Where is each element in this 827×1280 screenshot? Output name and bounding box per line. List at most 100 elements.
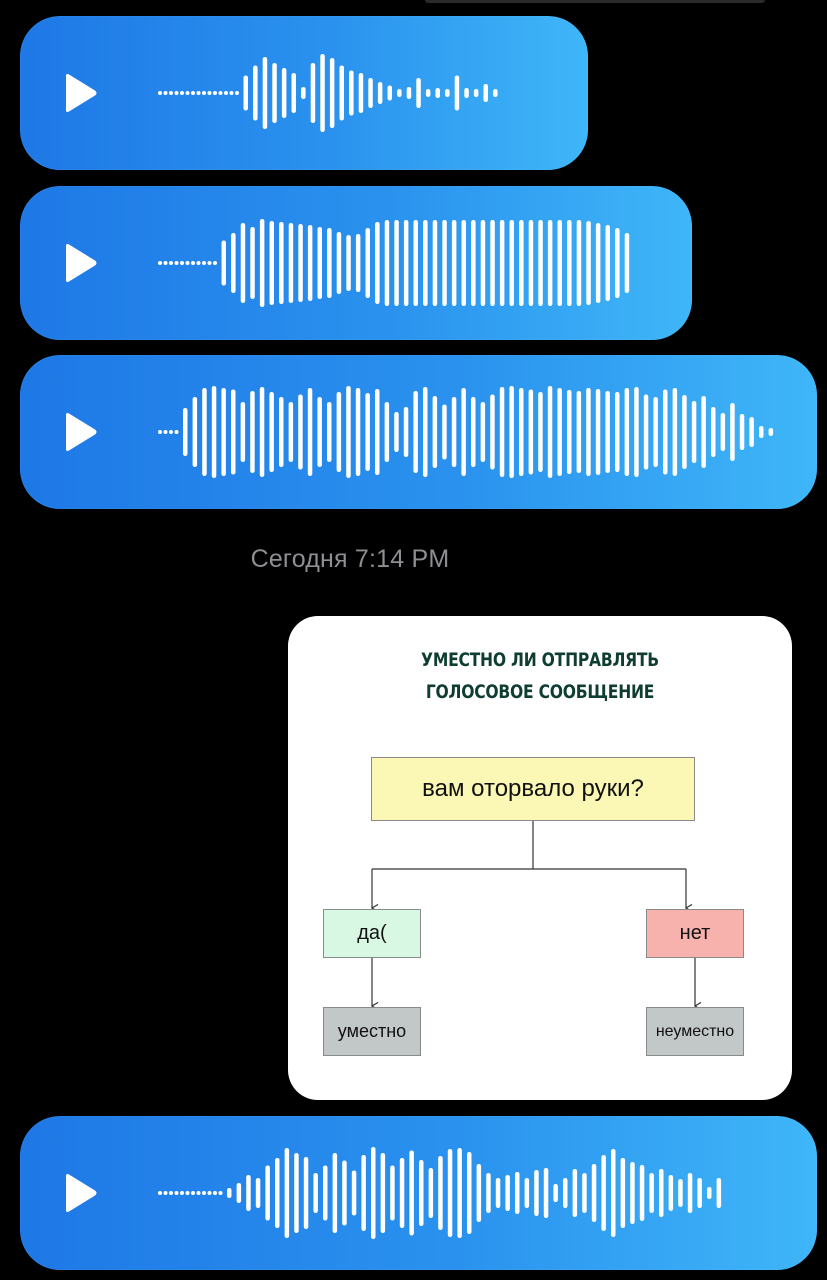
waveform-dot — [185, 261, 190, 265]
waveform-bar — [428, 1168, 434, 1218]
waveform-dot — [191, 91, 195, 95]
waveform-bar — [595, 389, 601, 475]
waveform-dot — [191, 261, 195, 265]
date-separator: Сегодня 7:14 PM — [250, 545, 450, 573]
waveform-bar — [461, 388, 466, 476]
waveform-bar — [499, 387, 505, 477]
waveform-bar — [346, 386, 351, 478]
waveform-bar — [371, 1147, 376, 1239]
waveform-bar — [630, 1162, 635, 1224]
play-icon — [66, 413, 97, 451]
waveform-bar — [442, 220, 447, 306]
waveform[interactable] — [158, 382, 779, 482]
waveform-bar — [265, 1165, 270, 1221]
waveform-bar — [586, 388, 591, 476]
image-message-flowchart[interactable]: УМЕСТНО ЛИ ОТПРАВЛЯТЬ ГОЛОСОВОЕ СООБЩЕНИ… — [288, 616, 792, 1100]
play-icon — [66, 74, 97, 112]
waveform-dot — [202, 91, 206, 95]
waveform-bar — [380, 1153, 386, 1233]
waveform-bar — [483, 84, 488, 102]
waveform-bar — [416, 78, 421, 108]
waveform-bar — [519, 220, 524, 306]
waveform-bar — [707, 1187, 712, 1199]
waveform-dot — [163, 91, 168, 95]
waveform-bar — [365, 393, 370, 471]
waveform-dot — [207, 261, 212, 265]
waveform-bar — [288, 402, 294, 462]
waveform-bar — [445, 89, 450, 97]
play-button[interactable] — [62, 1173, 98, 1213]
waveform-dot — [196, 91, 201, 95]
waveform-dot — [207, 1191, 212, 1195]
waveform-bar — [547, 220, 553, 306]
waveform-bar — [515, 1172, 520, 1214]
waveform-bar — [339, 65, 344, 121]
waveform-dot — [174, 430, 179, 434]
waveform-bar — [509, 386, 514, 478]
waveform-dot — [169, 91, 173, 95]
waveform[interactable] — [158, 43, 503, 143]
play-button[interactable] — [62, 243, 98, 283]
waveform-dot — [196, 261, 201, 265]
waveform-bar — [624, 388, 630, 476]
waveform-bar — [639, 1165, 645, 1221]
waveform-bar — [490, 220, 495, 306]
waveform-bar — [358, 73, 364, 113]
waveform-bar — [310, 63, 316, 123]
waveform-bar — [332, 1153, 338, 1233]
waveform-dot — [218, 91, 223, 95]
waveform-bar — [221, 240, 226, 286]
waveform-bar — [423, 387, 428, 477]
waveform-bar — [355, 388, 361, 476]
waveform-bar — [653, 397, 658, 467]
waveform-dot — [218, 1191, 223, 1195]
waveform-bar — [425, 89, 431, 97]
waveform-bar — [447, 1149, 453, 1237]
waveform-dot — [180, 91, 184, 95]
waveform-bar — [291, 73, 296, 113]
waveform-bar — [269, 392, 274, 472]
play-button[interactable] — [62, 412, 98, 452]
waveform-bar — [499, 220, 505, 306]
waveform-bar — [349, 70, 354, 116]
voice-message[interactable] — [20, 186, 692, 340]
waveform-bar — [183, 408, 188, 456]
waveform-bar — [505, 1175, 510, 1211]
waveform-bar — [467, 1152, 472, 1234]
play-button[interactable] — [62, 73, 98, 113]
waveform-bar — [403, 407, 409, 457]
waveform-bar — [250, 391, 255, 473]
waveform-bar — [615, 392, 620, 472]
waveform-bar — [351, 1170, 357, 1216]
waveform-bar — [317, 397, 322, 467]
waveform-bar — [442, 404, 447, 460]
waveform-dot — [213, 261, 217, 265]
waveform-bar — [377, 82, 383, 104]
waveform-dot — [163, 430, 168, 434]
waveform[interactable] — [158, 213, 635, 313]
waveform-bar — [288, 223, 294, 303]
waveform-bar — [419, 1160, 424, 1226]
voice-message[interactable] — [20, 1116, 817, 1270]
waveform-bar — [557, 220, 562, 306]
waveform-dot — [174, 1191, 179, 1195]
waveform-bar — [384, 402, 390, 462]
waveform-bar — [493, 89, 498, 97]
waveform-bar — [432, 220, 438, 306]
waveform-dot — [158, 91, 162, 95]
waveform-bar — [279, 222, 284, 304]
voice-message[interactable] — [20, 16, 588, 170]
waveform-bar — [227, 1188, 232, 1198]
waveform-bar — [486, 1173, 491, 1213]
waveform-dot — [191, 1191, 195, 1195]
waveform[interactable] — [158, 1143, 727, 1243]
waveform-bar — [192, 397, 198, 467]
waveform-bar — [572, 1169, 578, 1217]
waveform-bar — [259, 387, 265, 477]
waveform-bar — [243, 75, 248, 111]
waveform-bar — [432, 396, 438, 468]
voice-message[interactable] — [20, 355, 817, 509]
waveform-bar — [279, 397, 284, 467]
waveform-bar — [672, 388, 678, 476]
waveform-bar — [697, 1178, 702, 1208]
